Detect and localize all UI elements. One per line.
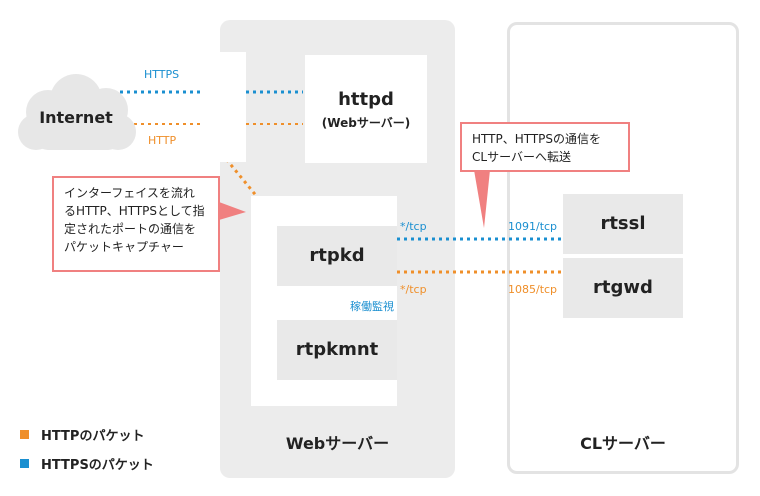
rtssl-box: rtssl [563, 194, 683, 254]
cl-server-label: CLサーバー [580, 434, 666, 453]
rtgwd-box: rtgwd [563, 258, 683, 318]
callout-line: るHTTP、HTTPSとして指 [64, 204, 205, 218]
httpd-box: httpd (Webサーバー) [305, 55, 427, 163]
callout-line: インターフェイスを流れ [64, 186, 195, 200]
http-label: HTTP [148, 134, 177, 147]
legend-https: HTTPSのパケット [20, 454, 154, 473]
forward-callout-pointer [474, 170, 490, 228]
internet-cloud-icon [18, 74, 136, 150]
callout-line: CLサーバーへ転送 [472, 150, 571, 164]
web-server-label: Webサーバー [285, 434, 390, 453]
rtpkd-box: rtpkd [277, 226, 397, 286]
legend-https-label: HTTPSのパケット [41, 458, 154, 473]
port-right-bottom: 1085/tcp [508, 283, 558, 296]
rtpkmnt-box: rtpkmnt [277, 320, 397, 380]
network-interface-box [200, 52, 246, 162]
internet-label: Internet [39, 108, 113, 127]
port-right-top: 1091/tcp [508, 220, 558, 233]
callout-line: パケットキャプチャー [64, 240, 184, 254]
https-label: HTTPS [144, 68, 180, 81]
rtpkd-title: rtpkd [309, 245, 365, 266]
rtgwd-title: rtgwd [593, 277, 653, 298]
legend-http-label: HTTPのパケット [41, 429, 145, 444]
httpd-subtitle: (Webサーバー) [321, 116, 411, 130]
https-legend-swatch [20, 459, 29, 468]
port-left-top: */tcp [400, 220, 427, 233]
callout-line: HTTP、HTTPSの通信を [472, 132, 602, 146]
callout-line: 定されたポートの通信を [64, 222, 197, 236]
forward-callout: HTTP、HTTPSの通信を CLサーバーへ転送 [460, 122, 630, 172]
monitor-label: 稼働監視 [350, 300, 394, 313]
capture-callout: インターフェイスを流れ るHTTP、HTTPSとして指 定されたポートの通信を … [52, 176, 220, 272]
rtssl-title: rtssl [600, 213, 646, 234]
legend-http: HTTPのパケット [20, 425, 144, 444]
capture-callout-pointer [219, 202, 246, 220]
port-left-bottom: */tcp [400, 283, 427, 296]
rtpkmnt-title: rtpkmnt [295, 339, 379, 360]
http-legend-swatch [20, 430, 29, 439]
httpd-title: httpd [338, 89, 394, 110]
